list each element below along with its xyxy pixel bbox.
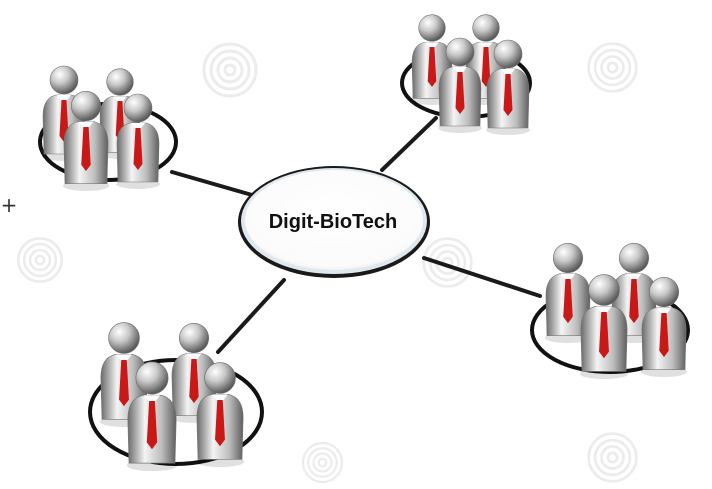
person-figure bbox=[126, 361, 178, 472]
hub-node bbox=[238, 166, 430, 278]
person-figure bbox=[544, 242, 592, 344]
hub-label: Digit-BioTech bbox=[268, 210, 398, 233]
person-figure bbox=[195, 362, 245, 468]
connector-right bbox=[422, 256, 542, 298]
group-top-left bbox=[42, 65, 160, 192]
person-figure bbox=[438, 37, 482, 133]
person-figure bbox=[62, 90, 110, 192]
people-layer bbox=[42, 14, 688, 472]
person-figure bbox=[579, 274, 629, 380]
person-figure bbox=[640, 276, 688, 378]
person-figure bbox=[486, 39, 530, 135]
connector-top-right bbox=[380, 116, 438, 172]
connector-lines bbox=[170, 116, 542, 354]
plus-marker: + bbox=[0, 193, 18, 217]
connector-bottom-left bbox=[216, 278, 286, 354]
group-bottom-left bbox=[99, 322, 245, 472]
group-right bbox=[544, 242, 688, 380]
connector-top-left bbox=[170, 170, 254, 197]
group-top-right bbox=[411, 14, 530, 135]
person-figure bbox=[116, 93, 160, 189]
